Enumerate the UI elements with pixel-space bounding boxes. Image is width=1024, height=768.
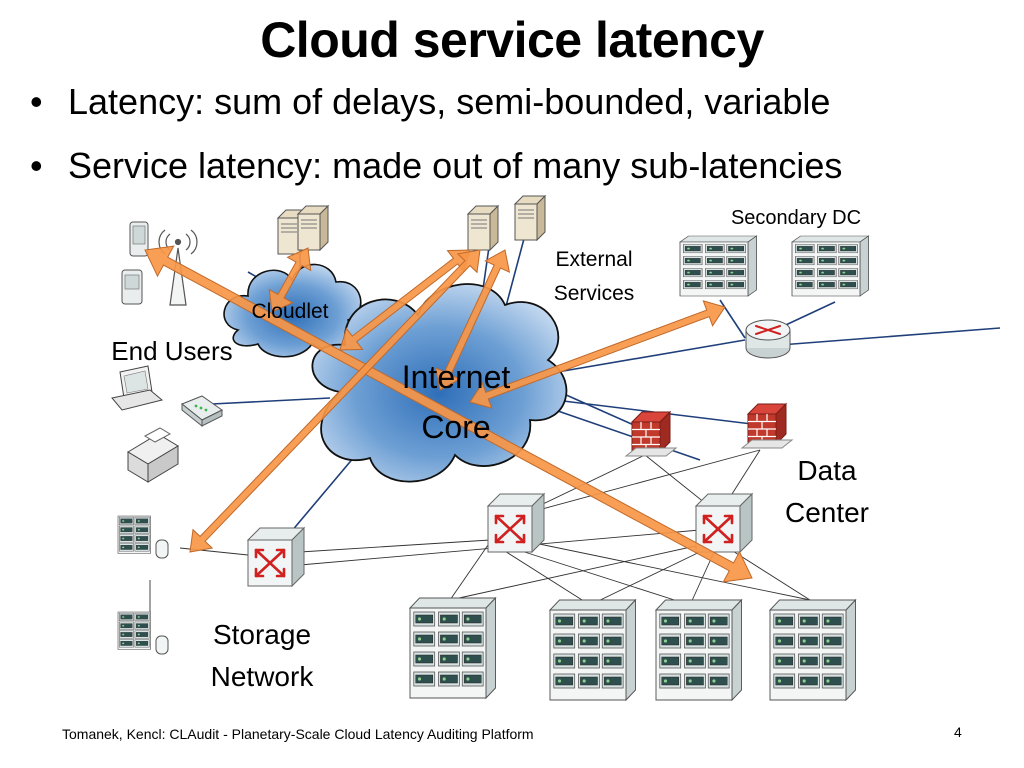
footer-citation: Tomanek, Kencl: CLAudit - Planetary-Scal… xyxy=(62,726,534,742)
bullet-item: • Service latency: made out of many sub-l… xyxy=(28,144,842,188)
firewall-icon xyxy=(741,403,793,449)
bullet-dot: • xyxy=(30,81,43,122)
storage-switch-icon xyxy=(246,526,306,588)
modem-icon xyxy=(181,395,223,428)
latency-arrows xyxy=(144,245,753,583)
printer-icon xyxy=(127,427,179,483)
arrow-end-users-to-data-center xyxy=(144,245,753,583)
end-user-devices xyxy=(111,221,223,483)
arrow-cloudlet-to-external xyxy=(339,249,471,351)
arrow-core-to-external xyxy=(434,249,511,391)
core-switch-icon xyxy=(486,492,546,554)
external-services-label: Services xyxy=(554,282,635,305)
wireless-tower-icon xyxy=(158,229,198,306)
bullet-list: • Latency: sum of delays, semi-bounded, v… xyxy=(28,80,842,208)
secondary-dc-racks xyxy=(680,236,869,296)
cloudlet-label: Cloudlet xyxy=(251,300,328,323)
page-number: 4 xyxy=(954,724,962,740)
secondary-dc-label: Secondary DC xyxy=(731,207,861,229)
arrow-cloudlet-to-server xyxy=(268,247,312,313)
network-diagram: Secondary DC External Services Cloudlet … xyxy=(111,195,1001,720)
arrow-core-to-secondary-dc xyxy=(469,300,726,409)
bullet-dot: • xyxy=(30,145,43,186)
firewall-icon xyxy=(625,411,677,457)
secondary-dc-router-icon xyxy=(745,319,791,359)
core-switch-icon xyxy=(694,492,754,554)
storage-network-label: Network xyxy=(211,661,315,692)
arrow-storage-to-external xyxy=(189,249,481,553)
data-center-label: Center xyxy=(785,497,869,528)
pda-icon xyxy=(129,221,149,257)
internet-core-label: Internet xyxy=(402,359,511,395)
phone-icon xyxy=(121,269,143,305)
laptop-icon xyxy=(111,365,164,411)
storage-units xyxy=(118,516,169,655)
external-services-label: External xyxy=(555,248,632,271)
external-service-servers xyxy=(467,195,546,251)
data-center-racks xyxy=(410,598,856,700)
cloudlet-servers xyxy=(277,205,329,255)
bullet-text: Latency: sum of delays, semi-bounded, va… xyxy=(68,81,831,122)
internet-core-label: Core xyxy=(421,409,490,445)
end-users-label: End Users xyxy=(111,336,232,366)
data-center-label: Data xyxy=(797,455,857,486)
slide-title: Cloud service latency xyxy=(260,12,764,68)
cloudlet-cloud xyxy=(223,263,362,358)
bullet-text: Service latency: made out of many sub-la… xyxy=(68,145,843,186)
bullet-item: • Latency: sum of delays, semi-bounded, v… xyxy=(28,80,842,124)
storage-network-label: Storage xyxy=(213,619,311,650)
